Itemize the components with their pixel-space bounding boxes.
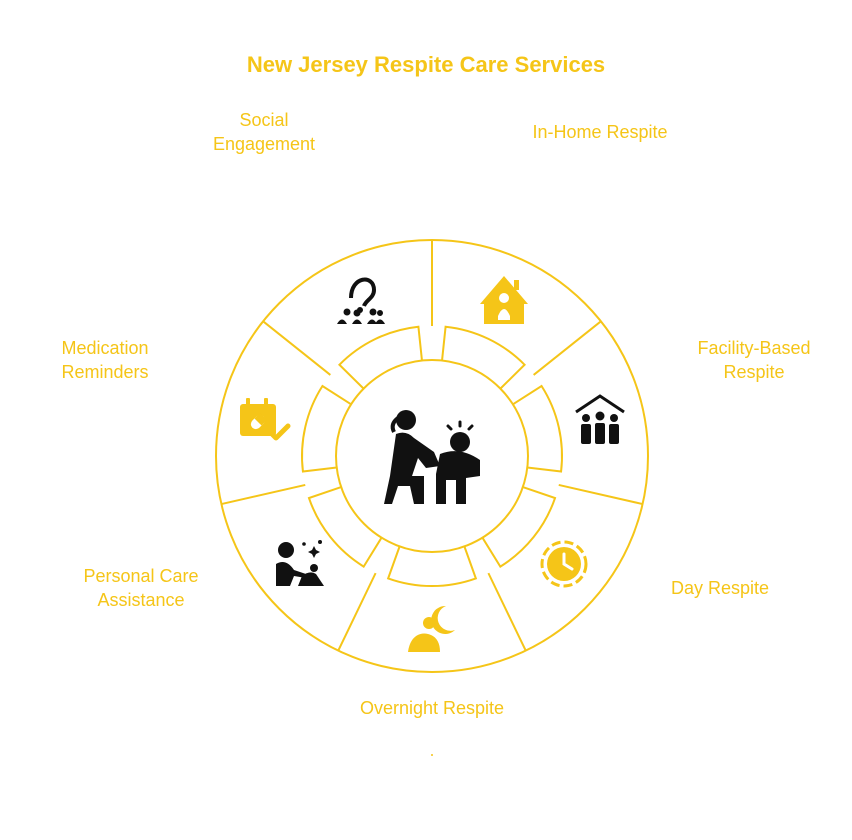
caregiver-with-child-icon bbox=[384, 410, 480, 504]
calendar-pill-check-icon bbox=[240, 398, 291, 441]
segment-divider bbox=[262, 320, 331, 376]
house-icon bbox=[480, 276, 528, 324]
segment-inner-tab bbox=[481, 486, 557, 568]
facility-group-icon bbox=[575, 394, 625, 444]
segment-divider bbox=[558, 483, 643, 506]
wheel-structure bbox=[215, 239, 649, 673]
segment-divider bbox=[533, 320, 602, 376]
segment-inner-tab bbox=[307, 486, 383, 568]
segment-inner-tab bbox=[386, 546, 478, 587]
segment-divider bbox=[337, 572, 377, 652]
decorative-dot bbox=[431, 754, 433, 756]
segment-inner-tab bbox=[441, 325, 527, 390]
segment-divider bbox=[487, 572, 527, 652]
page-title: New Jersey Respite Care Services bbox=[246, 52, 606, 77]
segment-divider bbox=[221, 483, 306, 506]
clock-icon bbox=[540, 540, 588, 588]
segment-inner-tab bbox=[512, 384, 563, 473]
personal-care-icon bbox=[276, 540, 324, 586]
moon-person-icon bbox=[408, 605, 455, 652]
label-in-home-respite: In-Home Respite bbox=[532, 122, 668, 142]
label-overnight-respite: Overnight Respite bbox=[359, 698, 505, 718]
inner-ring bbox=[335, 359, 529, 553]
segment-inner-tab bbox=[337, 325, 423, 390]
label-day-respite: Day Respite bbox=[670, 578, 770, 598]
social-engagement-icon bbox=[337, 277, 385, 324]
segment-inner-tab bbox=[301, 384, 352, 473]
